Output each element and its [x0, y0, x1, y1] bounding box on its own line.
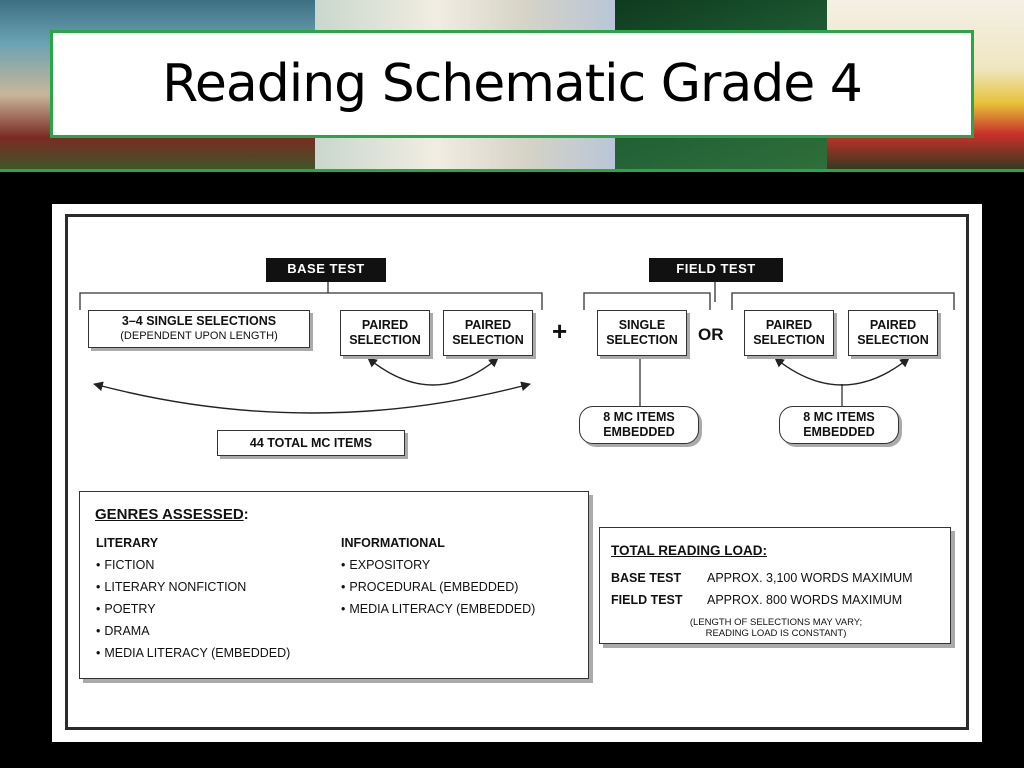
- field-test-bracket-left: [583, 292, 711, 310]
- reading-load-row: FIELD TEST APPROX. 800 WORDS MAXIMUM: [611, 593, 902, 607]
- paired-arrow-left: [367, 357, 499, 386]
- informational-column: INFORMATIONAL EXPOSITORY PROCEDURAL (EMB…: [341, 536, 535, 624]
- paired-label: PAIRED: [361, 318, 409, 332]
- note-line: (LENGTH OF SELECTIONS MAY VARY;: [689, 617, 863, 628]
- embedded-items-pill: 8 MC ITEMS EMBEDDED: [779, 406, 899, 444]
- field-test-label: FIELD TEST: [649, 258, 783, 282]
- list-item: POETRY: [96, 602, 290, 616]
- reading-load-value: APPROX. 3,100 WORDS MAXIMUM: [707, 571, 913, 585]
- selection-label: SELECTION: [606, 333, 678, 347]
- reading-load-note: (LENGTH OF SELECTIONS MAY VARY; READING …: [600, 617, 952, 639]
- schematic-panel: BASE TEST FIELD TEST 3–4 SINGLE SELECTIO…: [52, 204, 982, 742]
- list-item: EXPOSITORY: [341, 558, 535, 572]
- field-test-bracket-right: [731, 292, 955, 310]
- base-test-arrow: [93, 381, 531, 414]
- selection-label: SELECTION: [753, 333, 825, 347]
- note-line: READING LOAD IS CONSTANT): [705, 628, 847, 639]
- single-selections-note: (DEPENDENT UPON LENGTH): [120, 330, 278, 342]
- paired-label: PAIRED: [765, 318, 813, 332]
- paired-label: PAIRED: [464, 318, 512, 332]
- total-mc-items-text: 44 TOTAL MC ITEMS: [249, 435, 373, 450]
- connector-lines: [79, 282, 955, 414]
- list-item: MEDIA LITERACY (EMBEDDED): [96, 646, 290, 660]
- list-item: FICTION: [96, 558, 290, 572]
- informational-heading: INFORMATIONAL: [341, 536, 445, 550]
- paired-arrow-right: [774, 357, 910, 386]
- total-mc-items-box: 44 TOTAL MC ITEMS: [217, 430, 405, 456]
- single-selections-box: 3–4 SINGLE SELECTIONS (DEPENDENT UPON LE…: [88, 310, 310, 348]
- selection-label: SELECTION: [452, 333, 524, 347]
- mc-items-count: 8 MC ITEMS: [603, 410, 675, 424]
- selection-label: SELECTION: [857, 333, 929, 347]
- reading-load-heading: TOTAL READING LOAD:: [611, 543, 767, 558]
- reading-load-value: APPROX. 800 WORDS MAXIMUM: [707, 593, 903, 607]
- embedded-label: EMBEDDED: [603, 425, 675, 439]
- list-item: PROCEDURAL (EMBEDDED): [341, 580, 535, 594]
- paired-selection-box: PAIRED SELECTION: [848, 310, 938, 356]
- reading-load-label: BASE TEST: [611, 571, 682, 585]
- single-selections-text: 3–4 SINGLE SELECTIONS: [121, 314, 277, 328]
- reading-load-label: FIELD TEST: [611, 593, 683, 607]
- single-label: SINGLE: [618, 318, 666, 332]
- reading-load-box: TOTAL READING LOAD: BASE TEST APPROX. 3,1…: [599, 527, 951, 644]
- literary-column: LITERARY FICTION LITERARY NONFICTION POE…: [96, 536, 290, 668]
- literary-heading: LITERARY: [96, 536, 159, 550]
- reading-load-row: BASE TEST APPROX. 3,100 WORDS MAXIMUM: [611, 571, 913, 585]
- list-item: DRAMA: [96, 624, 290, 638]
- or-label: OR: [698, 325, 724, 344]
- genres-heading-colon: :: [243, 506, 249, 523]
- banner-divider: [0, 169, 1024, 172]
- page-title: Reading Schematic Grade 4: [162, 54, 863, 114]
- selection-label: SELECTION: [349, 333, 421, 347]
- genres-heading-text: GENRES ASSESSED: [95, 506, 244, 523]
- paired-label: PAIRED: [869, 318, 917, 332]
- mc-items-count: 8 MC ITEMS: [803, 410, 875, 424]
- title-box: Reading Schematic Grade 4: [50, 30, 974, 138]
- list-item: MEDIA LITERACY (EMBEDDED): [341, 602, 535, 616]
- genres-heading: GENRES ASSESSED:: [95, 506, 249, 523]
- base-test-bracket: [79, 292, 543, 310]
- genres-box: GENRES ASSESSED: LITERARY FICTION LITERA…: [79, 491, 589, 679]
- embedded-items-pill: 8 MC ITEMS EMBEDDED: [579, 406, 699, 444]
- paired-selection-box: PAIRED SELECTION: [744, 310, 834, 356]
- embedded-label: EMBEDDED: [803, 425, 875, 439]
- paired-selection-box: PAIRED SELECTION: [443, 310, 533, 356]
- single-selection-box: SINGLE SELECTION: [597, 310, 687, 356]
- plus-sign: +: [552, 316, 568, 346]
- base-test-label: BASE TEST: [266, 258, 386, 282]
- list-item: LITERARY NONFICTION: [96, 580, 290, 594]
- paired-selection-box: PAIRED SELECTION: [340, 310, 430, 356]
